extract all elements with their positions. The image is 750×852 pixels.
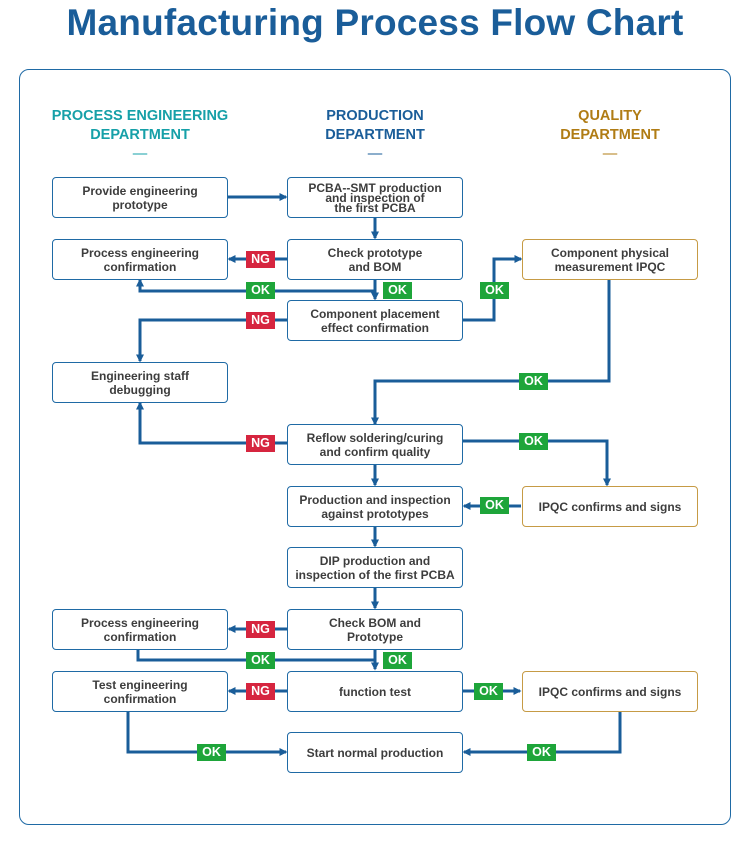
node-text: effect confirmation — [320, 320, 429, 335]
ok-badge: OK — [246, 652, 275, 669]
ok-badge: OK — [480, 282, 509, 299]
ok-badge: OK — [383, 282, 412, 299]
node-text: and confirm quality — [319, 444, 431, 459]
node-text: Check prototype — [327, 245, 423, 260]
arrow-reflow-ng-to-debug — [136, 401, 287, 445]
node-text: Reflow soldering/curing — [306, 430, 444, 445]
ok-badge: OK — [246, 282, 275, 299]
node-text: IPQC confirms and signs — [538, 684, 682, 699]
node-text: and BOM — [348, 259, 402, 274]
node-text: against prototypes — [321, 506, 429, 521]
dept-label-line1: PROCESS ENGINEERING — [51, 108, 229, 124]
chart-frame — [19, 69, 731, 825]
ng-badge: NG — [246, 435, 275, 452]
node-text: confirmation — [103, 629, 177, 644]
dept-label-line2: DEPARTMENT — [325, 127, 425, 143]
dept-dash: — — [132, 146, 148, 162]
node-text: Prototype — [346, 629, 403, 644]
ok-badge: OK — [519, 433, 548, 450]
node-text: confirmation — [103, 259, 177, 274]
ok-badge: OK — [197, 744, 226, 761]
node-function-test: function test — [287, 671, 463, 712]
node-text: DIP production and — [319, 553, 431, 568]
dept-label-line1: QUALITY — [578, 108, 642, 124]
ok-badge: OK — [527, 744, 556, 761]
node-text: prototype — [112, 197, 168, 212]
node-text: Production and inspection — [299, 492, 451, 507]
ok-badge: OK — [480, 497, 509, 514]
ng-badge: NG — [246, 251, 275, 268]
arrow-test-ok-to-start — [126, 712, 288, 756]
node-start-production: Start normal production — [287, 732, 463, 773]
node-text: IPQC confirms and signs — [538, 499, 682, 514]
node-text: and inspection of — [325, 190, 425, 205]
dept-process-engineering: PROCESS ENGINEERING DEPARTMENT — — [40, 107, 240, 163]
arrow-placement-ng-to-debug — [136, 318, 287, 363]
node-text: function test — [339, 684, 411, 699]
node-text: the first PCBA — [334, 200, 416, 215]
node-text: Process engineering — [80, 615, 200, 630]
node-text: Start normal production — [306, 745, 444, 760]
dept-dash: — — [602, 146, 618, 162]
node-text: Provide engineering — [82, 183, 198, 198]
node-ipqc-signs-2: IPQC confirms and signs — [522, 671, 698, 712]
dept-label-line2: DEPARTMENT — [90, 127, 190, 143]
ok-badge: OK — [519, 373, 548, 390]
ng-badge: NG — [246, 621, 275, 638]
dept-production: PRODUCTION DEPARTMENT — — [275, 107, 475, 163]
node-text: Component physical — [550, 245, 669, 260]
node-text: Test engineering — [92, 677, 188, 692]
node-text: Check BOM and — [328, 615, 421, 630]
node-text: Engineering staff — [90, 368, 189, 383]
arrow-reflow-ok-to-ipqc — [463, 439, 611, 487]
node-text: confirmation — [103, 691, 177, 706]
node-text: debugging — [109, 382, 171, 397]
ok-badge: OK — [474, 683, 503, 700]
arrow-ipqc-ok-to-start — [462, 712, 622, 756]
node-ipqc-signs-1: IPQC confirms and signs — [522, 486, 698, 527]
node-text: measurement IPQC — [554, 259, 666, 274]
arrow-measure-ok-to-reflow — [371, 280, 611, 426]
ng-badge: NG — [246, 312, 275, 329]
dept-label-line1: PRODUCTION — [326, 108, 424, 124]
node-text: Process engineering — [80, 245, 200, 260]
node-text: PCBA--SMT production — [308, 180, 442, 195]
node-text: Component placement — [310, 306, 440, 321]
dept-dash: — — [367, 146, 383, 162]
ok-badge: OK — [383, 652, 412, 669]
ng-badge: NG — [246, 683, 275, 700]
arrow-pe-ok-to-function — [136, 650, 375, 662]
dept-quality: QUALITY DEPARTMENT — — [510, 107, 710, 163]
node-text: inspection of the first PCBA — [295, 567, 455, 582]
page-title: Manufacturing Process Flow Chart — [66, 2, 684, 43]
dept-label-line2: DEPARTMENT — [560, 127, 660, 143]
